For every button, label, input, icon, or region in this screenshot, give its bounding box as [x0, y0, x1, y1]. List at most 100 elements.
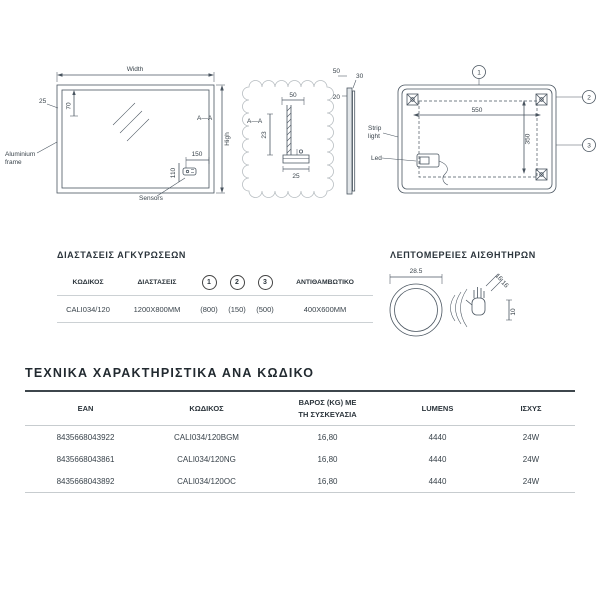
sensor-detail-drawing: 28.5 16 16 10: [389, 268, 517, 337]
code-cell: CALI034/120OC: [177, 476, 236, 486]
detail-dim-23: 23: [261, 131, 268, 139]
dimensions-cell: 1200X800MM: [133, 304, 181, 314]
mirror-shine-line: [119, 110, 143, 134]
tech-table-header: EAN ΚΩΔΙΚΟΣ ΒΑΡΟΣ (KG) ΜΕ ΤΗ ΣΥΣΚΕΥΑΣΙΑ …: [25, 392, 575, 427]
scalloped-border: [242, 80, 334, 198]
sensor-face-inner-circle: [394, 288, 438, 332]
power-cell: 24W: [522, 476, 540, 486]
front-dim-25: 25: [39, 98, 47, 105]
weight-cell: 16,80: [317, 454, 338, 464]
led-driver-box: [416, 153, 440, 168]
anchor-bracket-top-left: [406, 93, 419, 106]
header-code: ΚΩΔΙΚΟΣ: [189, 403, 224, 413]
header-dimensions: ΔΙΑΣΤΑΣΕΙΣ: [137, 278, 177, 286]
sensor-icon: [182, 167, 197, 176]
header-ean: EAN: [77, 403, 94, 413]
header-weight: ΒΑΡΟΣ (KG) ΜΕ ΤΗ ΣΥΣΚΕΥΑΣΙΑ: [298, 398, 357, 419]
back-dim-350: 350: [525, 133, 532, 144]
anchor-bracket-top-right: [535, 93, 548, 106]
tech-table-row: 8435668043892 CALI034/120OC 16,80 4440 2…: [25, 470, 575, 492]
sensor-dim-diag-2: 16: [500, 279, 510, 289]
lumens-cell: 4440: [428, 476, 447, 486]
anchoring-title: ΔΙΑΣΤΑΣΕΙΣ ΑΓΚΥΡΩΣΕΩΝ: [57, 250, 187, 260]
callout-3-number: 3: [587, 143, 591, 150]
strip-light-label-1: Strip: [368, 125, 382, 132]
technical-drawings: Width 25 70 A—A High 15: [5, 65, 596, 202]
header-callout-3: 3: [251, 274, 279, 290]
sensor-detail-title: ΛΕΠΤΟΜΕΡΕΙΕΣ ΑΙΣΘΗΤΗΡΩΝ: [390, 250, 536, 260]
tech-section: ΤΕΧΝΙΚΑ ΧΑΡΑΚΤΗΡΙΣΤΙΚΑ ΑΝΑ ΚΩΔΙΚΟ EAN ΚΩ…: [25, 366, 575, 494]
tech-table-row: 8435668043861 CALI034/120NG 16,80 4440 2…: [25, 448, 575, 470]
antifog-cell: 400X600MM: [303, 304, 347, 314]
header-antifog: ΑΝΤΙΘΑΜΒΩΤΙΚΟ: [296, 278, 354, 286]
sensor-dim-10: 10: [510, 308, 517, 316]
power-cell: 24W: [522, 454, 540, 464]
callout-2-number: 2: [587, 95, 591, 102]
code-cell: CALI034/120BGM: [174, 432, 239, 442]
ean-cell: 8435668043922: [56, 432, 115, 442]
tech-title: ΤΕΧΝΙΚΑ ΧΑΡΑΚΤΗΡΙΣΤΙΚΑ ΑΝΑ ΚΩΔΙΚΟ: [25, 366, 315, 380]
value-1-cell: (800): [200, 304, 218, 314]
code-cell: CALI034/120NG: [177, 454, 236, 464]
code-cell: CALI034/120: [66, 304, 110, 314]
strip-light-label-2: light: [368, 133, 380, 140]
anchoring-section: ΔΙΑΣΤΑΣΕΙΣ ΑΓΚΥΡΩΣΕΩΝ ΚΩΔΙΚΟΣ ΔΙΑΣΤΑΣΕΙΣ…: [57, 250, 373, 323]
led-strip-outline: [418, 100, 538, 178]
sensor-dim-diag-1: 16: [494, 272, 504, 282]
lumens-cell: 4440: [428, 432, 447, 442]
front-section-label: A—A: [197, 115, 213, 122]
led-label: Led: [371, 155, 382, 162]
front-width-label: Width: [127, 66, 144, 73]
front-high-label: High: [224, 132, 231, 146]
header-code: ΚΩΔΙΚΟΣ: [72, 278, 104, 286]
front-view-drawing: Width 25 70 A—A High 15: [5, 66, 231, 202]
ean-cell: 8435668043861: [56, 454, 115, 464]
section-detail-drawing: 50 23 25 A—A: [242, 80, 334, 198]
header-callout-2: 2: [223, 274, 251, 290]
tech-table: EAN ΚΩΔΙΚΟΣ ΒΑΡΟΣ (KG) ΜΕ ΤΗ ΣΥΣΚΕΥΑΣΙΑ …: [25, 390, 575, 494]
side-dim-30: 30: [356, 73, 364, 80]
value-3-cell: (500): [256, 304, 274, 314]
sensor-face-outer-circle: [389, 283, 443, 337]
side-view-drawing: 50 30 20: [333, 68, 364, 195]
anchor-bracket-bottom-right: [535, 168, 548, 181]
anchoring-table-header: ΚΩΔΙΚΟΣ ΔΙΑΣΤΑΣΕΙΣ 1 2 3 ΑΝΤΙΘΑΜΒΩΤΙΚΟ: [57, 269, 373, 296]
wave-arc: [455, 291, 462, 325]
value-2-cell: (150): [228, 304, 246, 314]
front-dim-70: 70: [66, 102, 73, 110]
header-power: ΙΣΧΥΣ: [520, 403, 542, 413]
mirror-shine-line: [112, 102, 136, 126]
weight-cell: 16,80: [317, 476, 338, 486]
detail-section-label: A—A: [247, 118, 263, 125]
tech-table-row: 8435668043922 CALI034/120BGM 16,80 4440 …: [25, 426, 575, 448]
detail-dim-50: 50: [289, 92, 297, 99]
aluminium-frame-label-2: frame: [5, 159, 22, 166]
detail-dim-25: 25: [292, 173, 300, 180]
power-cell: 24W: [522, 432, 540, 442]
ean-cell: 8435668043892: [56, 476, 115, 486]
hand-wave-icon: [465, 287, 486, 316]
front-dim-150: 150: [192, 151, 203, 158]
anchoring-table-row: CALI034/120 1200X800MM (800) (150) (500)…: [57, 296, 373, 323]
weight-cell: 16,80: [317, 432, 338, 442]
aluminium-frame-label-1: Aluminium: [5, 151, 35, 158]
mirror-shine-line: [126, 118, 150, 142]
front-dim-110: 110: [170, 167, 177, 178]
callout-1-badge: 1: [201, 274, 217, 290]
callout-1-number: 1: [477, 70, 481, 77]
side-dim-50: 50: [333, 68, 341, 75]
sensors-label: Sensors: [139, 195, 164, 202]
callout-2-badge: 2: [229, 274, 245, 290]
back-view-drawing: 550 350 Strip light Led 1 2 3: [368, 65, 596, 194]
header-callout-1: 1: [195, 274, 223, 290]
led-cable: [438, 160, 449, 186]
header-lumens: LUMENS: [421, 403, 454, 413]
wave-arc: [460, 288, 468, 328]
back-dim-550: 550: [472, 107, 483, 114]
anchoring-table: ΚΩΔΙΚΟΣ ΔΙΑΣΤΑΣΕΙΣ 1 2 3 ΑΝΤΙΘΑΜΒΩΤΙΚΟ C…: [57, 269, 373, 323]
callout-3-badge: 3: [257, 274, 273, 290]
lumens-cell: 4440: [428, 454, 447, 464]
wave-arc: [450, 294, 456, 322]
side-dim-20: 20: [333, 94, 341, 101]
